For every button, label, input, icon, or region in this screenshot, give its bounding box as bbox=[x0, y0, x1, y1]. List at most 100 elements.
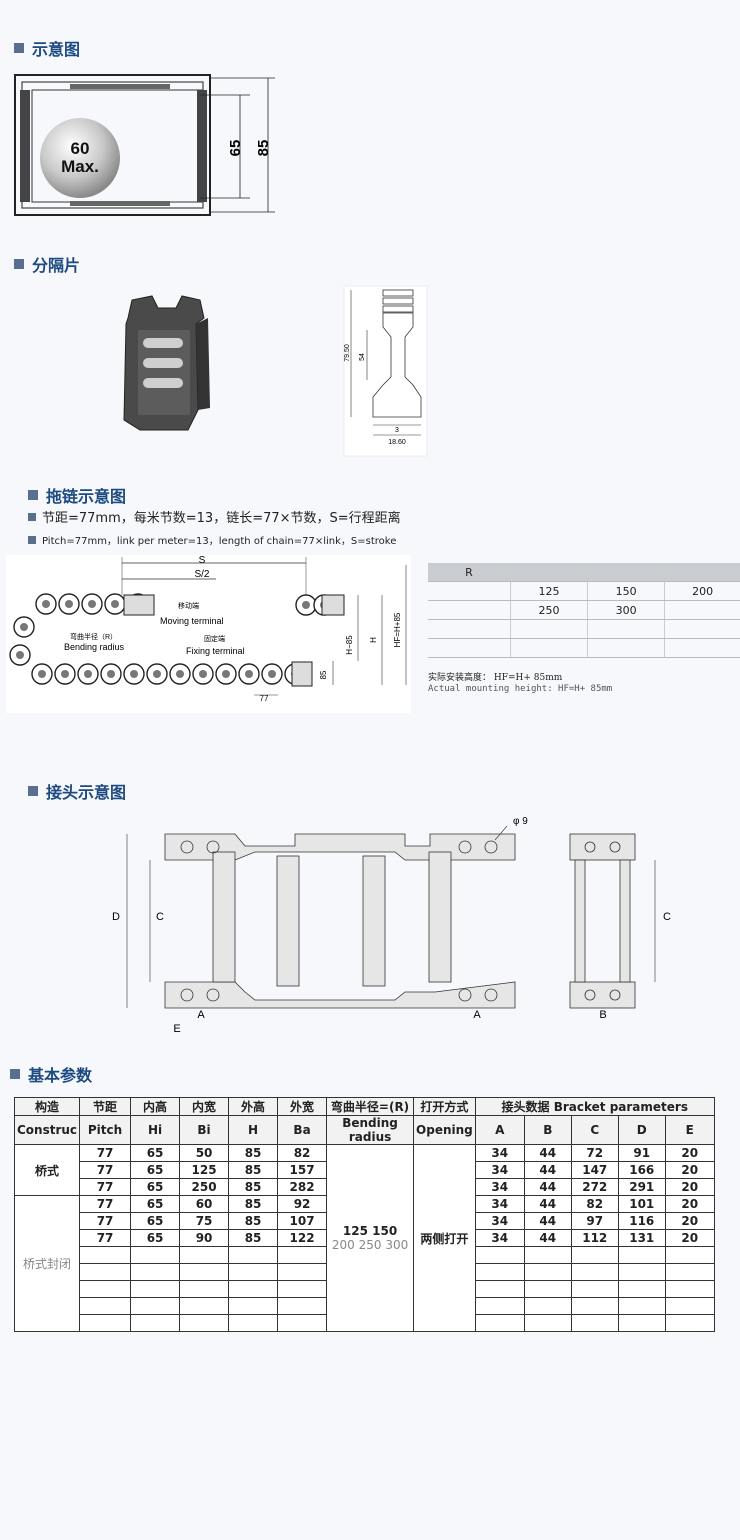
header-cell: H bbox=[228, 1115, 279, 1145]
table-cell bbox=[228, 1246, 279, 1264]
table-cell: 107 bbox=[277, 1212, 328, 1230]
table-cell bbox=[130, 1263, 181, 1281]
table-cell bbox=[79, 1297, 132, 1315]
chain-pin bbox=[130, 670, 138, 678]
chain-pin bbox=[16, 651, 24, 659]
terminal-bracket bbox=[291, 661, 313, 687]
table-cell bbox=[523, 1280, 572, 1298]
header-cell: 构造 bbox=[13, 1097, 81, 1116]
ball-label-60: 60 bbox=[71, 139, 90, 158]
dim-c: C bbox=[156, 911, 164, 923]
section-heading-params: 基本参数 bbox=[10, 1062, 92, 1086]
table-cell: 34 bbox=[474, 1161, 525, 1179]
r-cell bbox=[664, 638, 740, 658]
table-cell: 20 bbox=[664, 1161, 715, 1179]
table-cell bbox=[474, 1263, 525, 1281]
chain-pin bbox=[42, 600, 50, 608]
bullet-square-icon bbox=[28, 512, 36, 521]
table-cell: 250 bbox=[179, 1178, 230, 1196]
hf-dim: HF=H+85 bbox=[393, 612, 402, 647]
chain-pin bbox=[20, 623, 28, 631]
header-cell: Bi bbox=[179, 1115, 230, 1145]
header-cell: B bbox=[523, 1115, 572, 1145]
table-cell bbox=[79, 1314, 132, 1332]
dim-total-height: 79.50 bbox=[344, 344, 351, 362]
table-cell: 34 bbox=[474, 1212, 525, 1230]
table-cell bbox=[277, 1246, 328, 1264]
table-cell: 桥式封闭 bbox=[13, 1195, 81, 1332]
header-cell: 接头数据 Bracket parameters bbox=[474, 1097, 715, 1116]
table-cell bbox=[474, 1280, 525, 1298]
section-title: 基本参数 bbox=[28, 1066, 93, 1085]
terminal-bracket bbox=[123, 594, 155, 616]
ball-label-max: Max. bbox=[61, 157, 99, 176]
table-cell: 两侧打开 bbox=[413, 1144, 476, 1332]
table-cell: 65 bbox=[130, 1195, 181, 1213]
section-heading-chain: 拖链示意图 bbox=[28, 483, 126, 507]
moving-terminal-en: Moving terminal bbox=[160, 616, 224, 626]
dim-d: D bbox=[112, 911, 120, 923]
r-cell: 150 bbox=[587, 581, 665, 601]
header-cell: 弯曲半径=(R) bbox=[326, 1097, 415, 1116]
table-cell: 20 bbox=[664, 1212, 715, 1230]
moving-terminal-cn: 移动端 bbox=[178, 601, 199, 610]
table-cell: 65 bbox=[130, 1212, 181, 1230]
table-cell bbox=[130, 1297, 181, 1315]
table-cell: 34 bbox=[474, 1229, 525, 1247]
bullet-square-icon bbox=[28, 786, 38, 796]
table-cell bbox=[664, 1297, 715, 1315]
dim-b: B bbox=[599, 1009, 606, 1021]
header-cell: 节距 bbox=[79, 1097, 132, 1116]
bending-values: 125 150 bbox=[342, 1224, 398, 1238]
dim-inner-height: 65 bbox=[227, 140, 244, 157]
table-cell bbox=[179, 1246, 230, 1264]
r-cell bbox=[587, 638, 665, 658]
table-cell bbox=[523, 1263, 572, 1281]
section-title: 分隔片 bbox=[32, 256, 81, 275]
table-cell: 77 bbox=[79, 1161, 132, 1179]
table-cell: 65 bbox=[130, 1229, 181, 1247]
r-cell bbox=[664, 600, 740, 620]
dim-a-right: A bbox=[473, 1009, 481, 1021]
table-cell: 77 bbox=[79, 1195, 132, 1213]
bending-radius-cn: 弯曲半径（R） bbox=[70, 632, 117, 641]
table-cell bbox=[664, 1246, 715, 1264]
separator-drawing: 79.50 54 3 18.60 bbox=[343, 285, 428, 457]
r-cell: 125 bbox=[509, 581, 588, 601]
chain-diagram: S S/2 移动端 Moving terminal 弯曲半径（R） Bendin… bbox=[6, 555, 411, 713]
header-cell: Opening bbox=[413, 1115, 476, 1145]
table-cell bbox=[179, 1297, 230, 1315]
header-cell: Hi bbox=[130, 1115, 181, 1145]
table-cell bbox=[228, 1263, 279, 1281]
table-cell bbox=[617, 1263, 666, 1281]
r-cell bbox=[587, 619, 665, 639]
r-cell bbox=[664, 563, 740, 582]
table-cell bbox=[523, 1297, 572, 1315]
table-cell: 20 bbox=[664, 1229, 715, 1247]
table-cell bbox=[617, 1246, 666, 1264]
r-cell bbox=[509, 563, 588, 582]
half-stroke-label: S/2 bbox=[194, 569, 209, 580]
r-cell: 300 bbox=[587, 600, 665, 620]
table-cell: 20 bbox=[664, 1178, 715, 1196]
chain-pin bbox=[302, 601, 310, 609]
bullet-square-icon bbox=[28, 535, 36, 544]
chain-pin bbox=[107, 670, 115, 678]
table-cell: 85 bbox=[228, 1195, 279, 1213]
table-cell bbox=[228, 1297, 279, 1315]
table-cell: 85 bbox=[228, 1144, 279, 1162]
table-cell: 44 bbox=[523, 1178, 572, 1196]
chain-note-en: Pitch=77mm，link per meter=13，length of c… bbox=[28, 532, 396, 547]
header-cell: 内高 bbox=[130, 1097, 181, 1116]
table-cell: 44 bbox=[523, 1195, 572, 1213]
table-cell: 85 bbox=[228, 1229, 279, 1247]
table-cell bbox=[570, 1297, 619, 1315]
table-cell: 122 bbox=[277, 1229, 328, 1247]
terminal-bracket bbox=[321, 594, 345, 616]
table-cell: 77 bbox=[79, 1144, 132, 1162]
chain-pin bbox=[268, 670, 276, 678]
header-cell: E bbox=[664, 1115, 715, 1145]
dim-bottom-width: 18.60 bbox=[388, 439, 406, 446]
